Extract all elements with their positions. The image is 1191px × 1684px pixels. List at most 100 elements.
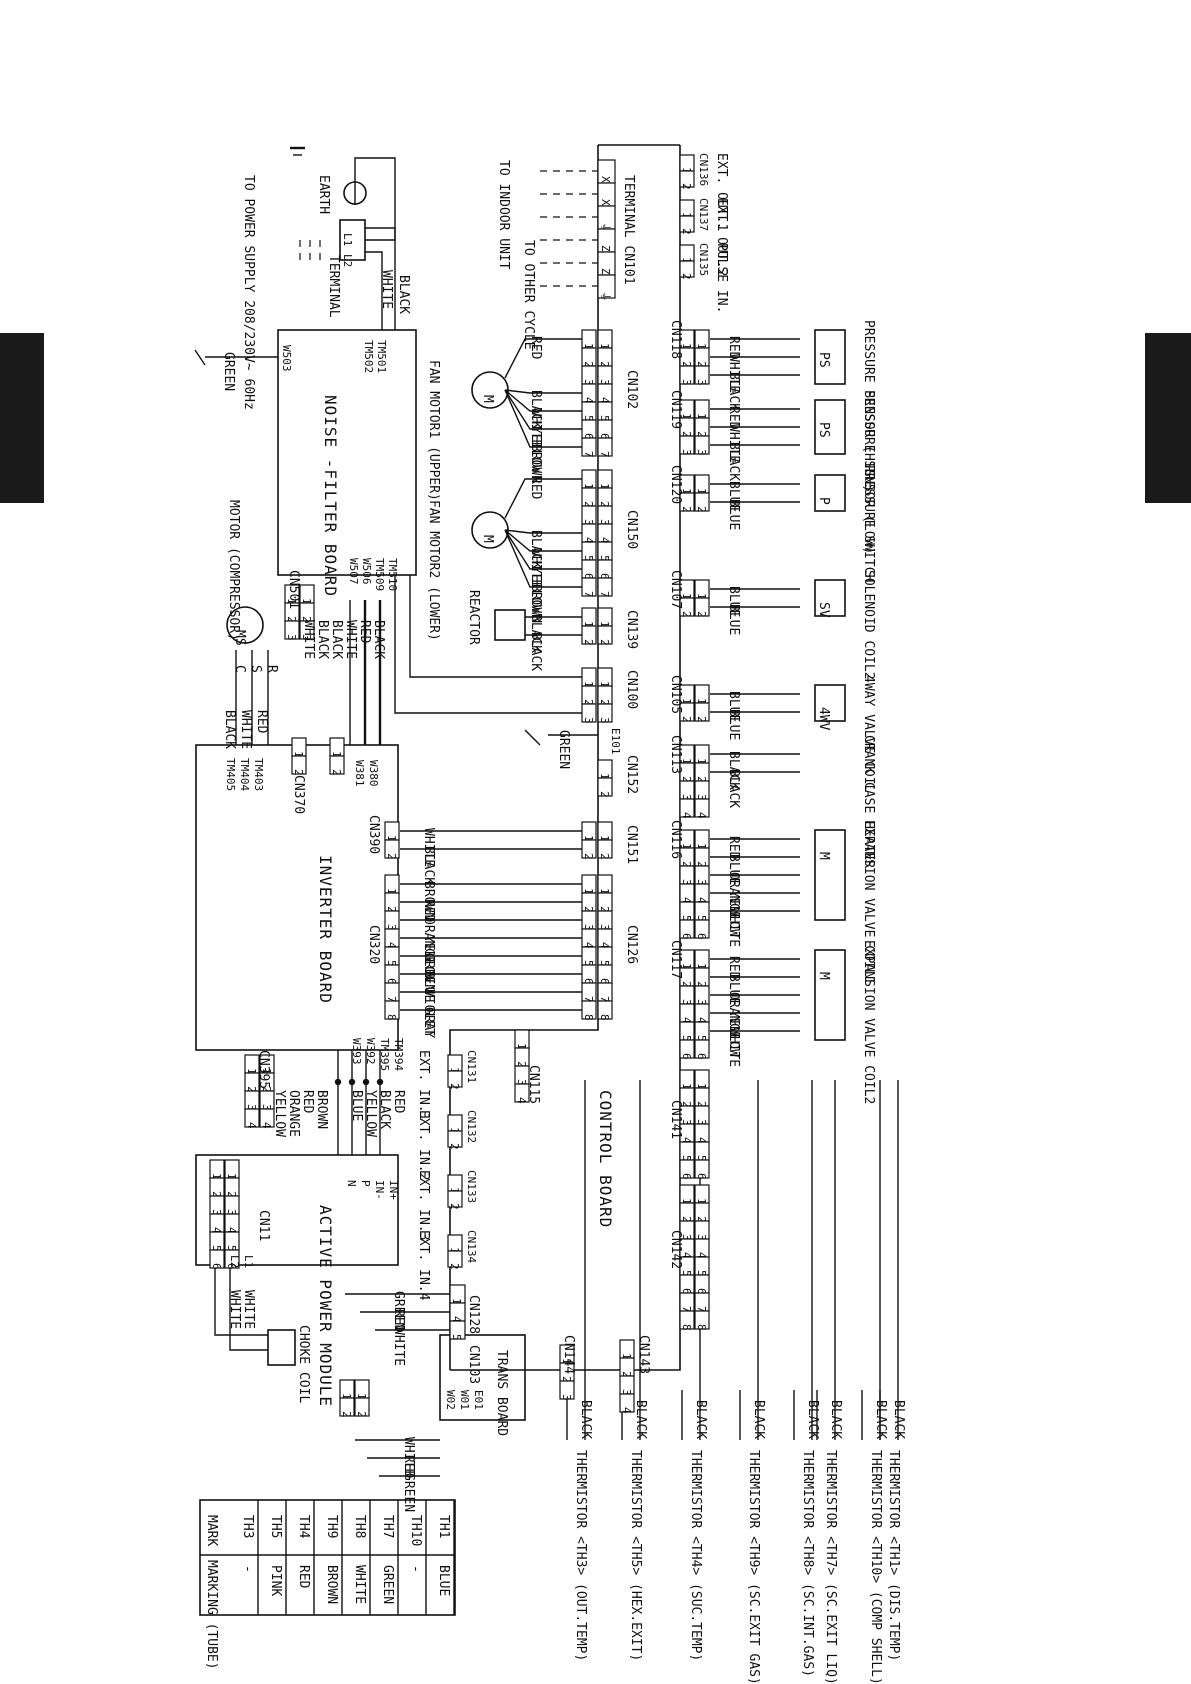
cn142-pins-pin-number: 7 <box>680 1306 693 1313</box>
cn100-label: CN100 <box>624 670 639 709</box>
thermistor-wire-label: BLACK <box>828 1400 843 1439</box>
marking-table-mark: TH7 <box>380 1515 395 1538</box>
sensor-pins-pin-number: 2 <box>680 506 693 513</box>
cn128-pin-number: 4 <box>450 1316 463 1323</box>
cn126-control-pins-pin-number: 2 <box>582 906 595 913</box>
cn142-pins-pin-number: 4 <box>695 1252 708 1259</box>
cn395-wire2-label: RED <box>300 1090 315 1114</box>
cn395-pins-pin <box>244 1108 260 1128</box>
cn103-plug-pins-pin-number: 1 <box>340 1393 353 1400</box>
cn115-pins-pin <box>514 1083 530 1103</box>
sensor-wire-label: BLACK <box>726 769 741 808</box>
cn395-tm-label: W392 <box>364 1038 377 1065</box>
sensor-pins-pin-number: 2 <box>680 776 693 783</box>
sensor-symbol <box>814 949 846 1041</box>
indoor-terminal-label: ⏚ <box>599 222 612 233</box>
fan_lower-wire-label: WHITE <box>528 548 543 587</box>
cn128-wire-label: WHITE <box>391 1327 406 1366</box>
sensor-pins-pin-number: 4 <box>695 812 708 819</box>
fan_upper-wire-label: BLACK <box>528 390 543 429</box>
cn142-pins-pin-number: 1 <box>695 1198 708 1205</box>
sensor-pins-pin-number: 1 <box>695 963 708 970</box>
cn11-pins-pin-number: 2 <box>225 1191 238 1198</box>
cn320-wire-label: BLUE <box>421 971 436 1002</box>
marking-table-marking: BLUE <box>436 1565 451 1596</box>
cn142-pins-pin-number: 8 <box>680 1324 693 1331</box>
cn144-pins-pin-number: 3 <box>560 1394 573 1401</box>
cn390-pins-pin-number: 1 <box>385 835 398 842</box>
sensor-pins-pin <box>679 435 695 455</box>
ext-out-connector-pin-number: 1 <box>680 167 693 174</box>
sensor-wire-label: RED <box>726 836 741 860</box>
cn390-pins-pin-number: 2 <box>385 853 398 860</box>
cn501-label: CN501 <box>286 570 301 609</box>
cn370-label: CN370 <box>291 775 306 814</box>
cn11-l-label: L2 <box>228 1255 241 1268</box>
fan-wire <box>504 389 582 430</box>
sensor-pins-pin-number: 4 <box>695 897 708 904</box>
sensor-wire-label: BLUE <box>726 481 741 512</box>
ext-in-label: EXT. IN.3 <box>416 1170 431 1240</box>
cn501-tm-label: W506 <box>360 558 373 585</box>
marking-table <box>199 1499 456 1616</box>
sensor-pins-pin-number: 1 <box>680 698 693 705</box>
ext-out-label: EXT. OUT.2 <box>714 198 729 276</box>
cn501-tm-label: TM509 <box>373 558 386 591</box>
cn320-pins-pin <box>384 1000 400 1020</box>
cn370-tm-label: W381 <box>353 760 366 787</box>
fan_upper-pins-pin-number: 5 <box>598 415 611 422</box>
sensor-pins-pin-number: 4 <box>680 812 693 819</box>
cn320-label: CN320 <box>366 925 381 964</box>
indoor-terminal-pin <box>597 274 616 299</box>
reactor-symbol <box>494 609 526 641</box>
power-wire-black <box>365 227 396 330</box>
cn370-tm-label: W380 <box>367 760 380 787</box>
sensor-wire-label: WHITE <box>726 354 741 393</box>
cn11-in-label: P <box>359 1180 372 1187</box>
sensor-cn-label: CN116 <box>668 820 683 859</box>
cn501-pins-pin-number: 3 <box>300 634 313 641</box>
fan_upper-control-pins-pin-number: 6 <box>582 433 595 440</box>
cn126-control-pins-pin <box>581 1000 597 1020</box>
active-power-module <box>195 1154 399 1266</box>
junction-dot <box>348 1078 356 1086</box>
tm-label: W503 <box>280 345 293 372</box>
sensor-pins-pin-number: 2 <box>695 861 708 868</box>
fan_lower-control-pins-pin-number: 5 <box>582 555 595 562</box>
sensor-pins-pin-number: 3 <box>695 879 708 886</box>
fan_upper-wire-label: BROWN <box>528 444 543 483</box>
cn395-pins-pin <box>259 1108 275 1128</box>
ext-out-cn-label: CN137 <box>697 198 710 231</box>
cn320-wire-label: YELLOW <box>421 935 436 982</box>
cn100-pins-pin <box>597 703 613 723</box>
cn115-pins-pin-number: 1 <box>515 1043 528 1050</box>
indoor-terminal-label: ⏚ <box>599 291 612 302</box>
sensor-pins-pin-number: 3 <box>695 999 708 1006</box>
sensor-cn-label: CN107 <box>668 570 683 609</box>
thermistor-label: THERMISTOR <TH9> (SC.EXIT GAS) <box>746 1450 761 1684</box>
choke-coil <box>267 1329 296 1366</box>
sensor-pins-pin-number: 6 <box>695 1053 708 1060</box>
sensor-pins-pin-number: 6 <box>680 933 693 940</box>
fan_upper-control-pins-pin-number: 7 <box>582 451 595 458</box>
fan_upper-control-pins-pin-number: 5 <box>582 415 595 422</box>
cn152-pins-pin-number: 1 <box>598 773 611 780</box>
cn151-pins-pin <box>597 839 613 859</box>
cn143-pins-pin-number: 3 <box>620 1389 633 1396</box>
cn144-label: CN144 <box>561 1335 576 1374</box>
marking-table-header: MARK <box>204 1515 219 1546</box>
cn11-pins-pin <box>224 1249 240 1269</box>
thermistor-wire-label: BLACK <box>805 1400 820 1439</box>
cn501-wire-label: BLACK <box>371 620 386 659</box>
cn320-pins-pin-number: 1 <box>385 888 398 895</box>
terminal-l1: L1 <box>341 233 354 246</box>
sensor-pins-pin-number: 2 <box>680 611 693 618</box>
marking-table-mark: TH9 <box>324 1515 339 1538</box>
cn126-control-pins-pin-number: 5 <box>582 960 595 967</box>
sensor-label: PRESSURE SENSOR (LOW) <box>861 390 876 554</box>
sensor-wire-label: RED <box>726 406 741 430</box>
fan_lower-pins-pin-number: 6 <box>598 573 611 580</box>
cn395-tm-label: W393 <box>350 1038 363 1065</box>
fan_lower-pins-pin-number: 2 <box>598 501 611 508</box>
